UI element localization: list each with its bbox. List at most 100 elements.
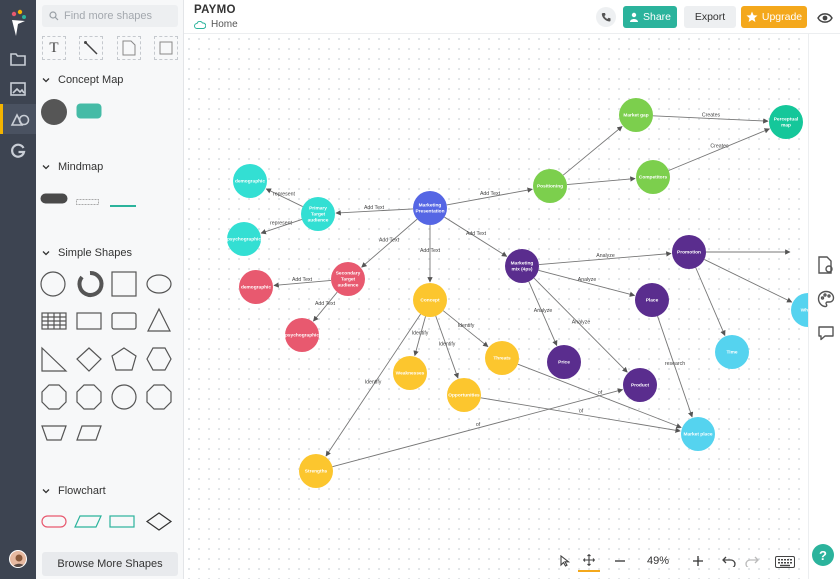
edge-pta-psy1[interactable] bbox=[260, 219, 303, 235]
zoom-out-button[interactable] bbox=[612, 550, 628, 572]
node-circle[interactable] bbox=[681, 417, 715, 451]
simple-shapes-grid[interactable] bbox=[38, 268, 178, 448]
zoom-in-button[interactable] bbox=[690, 550, 706, 572]
node-circle[interactable] bbox=[623, 368, 657, 402]
node-circle[interactable] bbox=[505, 249, 539, 283]
section-mindmap[interactable]: Mindmap bbox=[42, 161, 103, 173]
edge-label[interactable]: Identify bbox=[439, 342, 456, 348]
node-circle[interactable] bbox=[447, 378, 481, 412]
shape-concept-circle[interactable] bbox=[40, 98, 68, 131]
zoom-level[interactable]: 49% bbox=[646, 555, 670, 567]
line-tool[interactable] bbox=[79, 36, 104, 60]
share-button[interactable]: Share bbox=[623, 6, 677, 28]
node-opp[interactable]: Opportunities bbox=[447, 378, 481, 412]
edge-label[interactable]: represent bbox=[273, 192, 295, 198]
edge-pta-demo1[interactable] bbox=[265, 188, 303, 207]
node-circle[interactable] bbox=[769, 105, 803, 139]
node-circle[interactable] bbox=[413, 283, 447, 317]
edge-label[interactable]: Analyze bbox=[578, 277, 597, 283]
edge-label[interactable]: Add Text bbox=[466, 231, 487, 237]
edge-pos-comp[interactable] bbox=[566, 176, 636, 185]
edge-mix-price[interactable] bbox=[528, 281, 558, 347]
edge-concept-weak[interactable] bbox=[413, 316, 426, 357]
node-circle[interactable] bbox=[239, 270, 273, 304]
select-tool-button[interactable] bbox=[556, 550, 574, 572]
edge-mp-pos[interactable] bbox=[446, 187, 533, 206]
edge-concept-threats[interactable] bbox=[442, 310, 489, 348]
edge-place-mplace[interactable] bbox=[657, 315, 694, 418]
node-place[interactable]: Place bbox=[635, 283, 669, 317]
edge-sta-demo2[interactable] bbox=[273, 280, 332, 288]
edge-mix-product[interactable] bbox=[533, 277, 628, 373]
export-button[interactable]: Export bbox=[684, 6, 736, 28]
node-demo2[interactable]: demographic bbox=[239, 270, 273, 304]
edge-mp-mix[interactable] bbox=[444, 216, 508, 257]
text-tool[interactable]: T bbox=[42, 36, 66, 60]
node-gap[interactable]: Market gap bbox=[619, 98, 653, 132]
shapes-icon[interactable] bbox=[0, 104, 36, 134]
node-time[interactable]: Time bbox=[715, 335, 749, 369]
edge-mix-place[interactable] bbox=[538, 269, 636, 297]
edge-label[interactable]: Creates bbox=[710, 144, 729, 150]
shape-search[interactable] bbox=[42, 5, 178, 27]
node-circle[interactable] bbox=[485, 341, 519, 375]
image-icon[interactable] bbox=[0, 74, 36, 104]
folder-icon[interactable] bbox=[0, 44, 36, 74]
edge-promo-time[interactable] bbox=[695, 267, 726, 336]
node-price[interactable]: Price bbox=[547, 345, 581, 379]
shape-mindmap-line[interactable] bbox=[110, 195, 136, 213]
edge-label[interactable]: Identify bbox=[458, 323, 475, 329]
edge-label[interactable]: represent bbox=[270, 221, 292, 227]
comment-icon[interactable] bbox=[817, 324, 835, 342]
node-threats[interactable]: Threats bbox=[485, 341, 519, 375]
edge-promo-where[interactable] bbox=[704, 259, 793, 303]
node-psy1[interactable]: psychographic bbox=[227, 222, 261, 256]
edge-mix-promo[interactable] bbox=[538, 251, 672, 266]
edge-concept-opp[interactable] bbox=[435, 315, 459, 379]
node-circle[interactable] bbox=[635, 283, 669, 317]
edge-label[interactable]: Add Text bbox=[420, 248, 441, 254]
node-weak[interactable]: Weaknesses bbox=[393, 356, 427, 390]
palette-icon[interactable] bbox=[817, 290, 835, 308]
preview-button[interactable] bbox=[816, 7, 834, 29]
shape-mindmap-dashed[interactable] bbox=[76, 194, 100, 212]
node-circle[interactable] bbox=[301, 197, 335, 231]
section-concept-map[interactable]: Concept Map bbox=[42, 74, 123, 86]
edge-label[interactable]: Add Text bbox=[315, 301, 336, 307]
avatar[interactable] bbox=[9, 550, 27, 568]
node-circle[interactable] bbox=[413, 191, 447, 225]
document-title[interactable]: PAYMO bbox=[194, 4, 236, 16]
node-circle[interactable] bbox=[331, 262, 365, 296]
node-circle[interactable] bbox=[672, 235, 706, 269]
keyboard-shortcuts-button[interactable] bbox=[774, 551, 796, 573]
node-circle[interactable] bbox=[547, 345, 581, 379]
edge-label[interactable]: Add Text bbox=[292, 277, 313, 283]
edge-pos-gap[interactable] bbox=[562, 126, 623, 176]
edge-label[interactable]: Identify bbox=[365, 380, 382, 386]
node-promo[interactable]: Promotion bbox=[672, 235, 706, 269]
breadcrumb[interactable]: Home bbox=[194, 19, 238, 30]
search-input[interactable] bbox=[64, 10, 172, 22]
node-demo1[interactable]: demographic bbox=[233, 164, 267, 198]
browse-more-shapes-button[interactable]: Browse More Shapes bbox=[42, 552, 178, 576]
node-psy2[interactable]: psychographic bbox=[285, 318, 319, 352]
edge-label[interactable]: Add Text bbox=[379, 238, 400, 244]
edge-comp-percep[interactable] bbox=[668, 128, 770, 171]
edge-label[interactable]: Analyze bbox=[572, 320, 591, 326]
flowchart-shapes[interactable] bbox=[38, 510, 178, 532]
note-tool[interactable] bbox=[116, 36, 141, 60]
node-product[interactable]: Product bbox=[623, 368, 657, 402]
edge-label[interactable]: Identify bbox=[412, 331, 429, 337]
shape-concept-box[interactable] bbox=[76, 103, 102, 124]
redo-button[interactable] bbox=[744, 550, 760, 572]
edge-strength-product[interactable] bbox=[332, 388, 624, 468]
node-circle[interactable] bbox=[393, 356, 427, 390]
edge-opp-mplace[interactable] bbox=[480, 397, 681, 433]
edge-label[interactable]: Creates bbox=[702, 113, 721, 119]
node-comp[interactable]: Competitors bbox=[636, 160, 670, 194]
